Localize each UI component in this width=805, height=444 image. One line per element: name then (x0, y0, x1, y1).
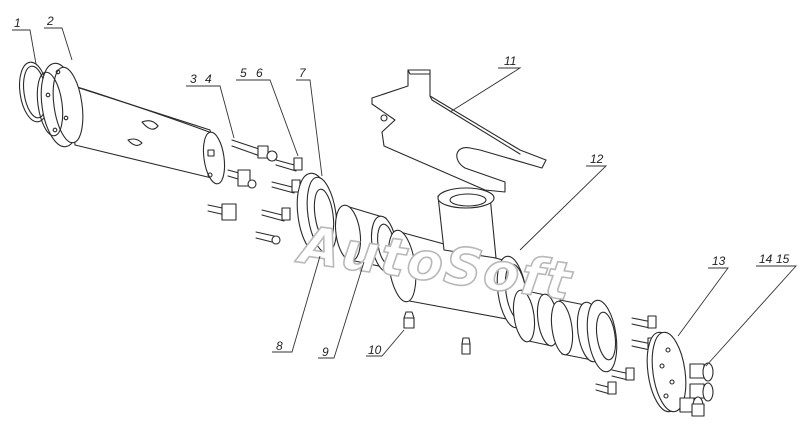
label-13: 13 (712, 254, 726, 268)
label-9: 9 (322, 345, 329, 359)
leader-lines (12, 27, 798, 367)
label-12: 12 (590, 152, 604, 166)
label-8: 8 (276, 339, 283, 353)
label-3: 3 (190, 72, 197, 86)
label-10: 10 (368, 343, 382, 357)
part-3-4-bolts (207, 139, 281, 245)
label-15: 15 (776, 252, 790, 266)
part-8-9-sleeves (334, 204, 398, 273)
part-5-6-small-bolts (261, 157, 303, 222)
label-5: 5 (240, 66, 247, 80)
part-2-flanged-tube (36, 62, 226, 185)
label-4: 4 (205, 72, 212, 86)
label-7: 7 (299, 66, 307, 80)
part-14-15-cover-bolts (679, 362, 714, 417)
label-6: 6 (256, 66, 263, 80)
label-2: 2 (46, 14, 54, 28)
part-12-main-housing (387, 187, 528, 329)
label-1: 1 (14, 16, 21, 30)
label-14: 14 (759, 252, 773, 266)
part-number-labels: 1 2 3 4 5 6 7 8 9 10 11 12 13 14 15 (14, 14, 790, 359)
part-7-end-flange (296, 172, 338, 258)
part-11-bracket (371, 69, 547, 193)
bearing-rings (512, 289, 618, 373)
label-11: 11 (504, 54, 516, 68)
part-10-grease-fitting (403, 311, 471, 355)
part-13-end-cover (646, 331, 687, 413)
